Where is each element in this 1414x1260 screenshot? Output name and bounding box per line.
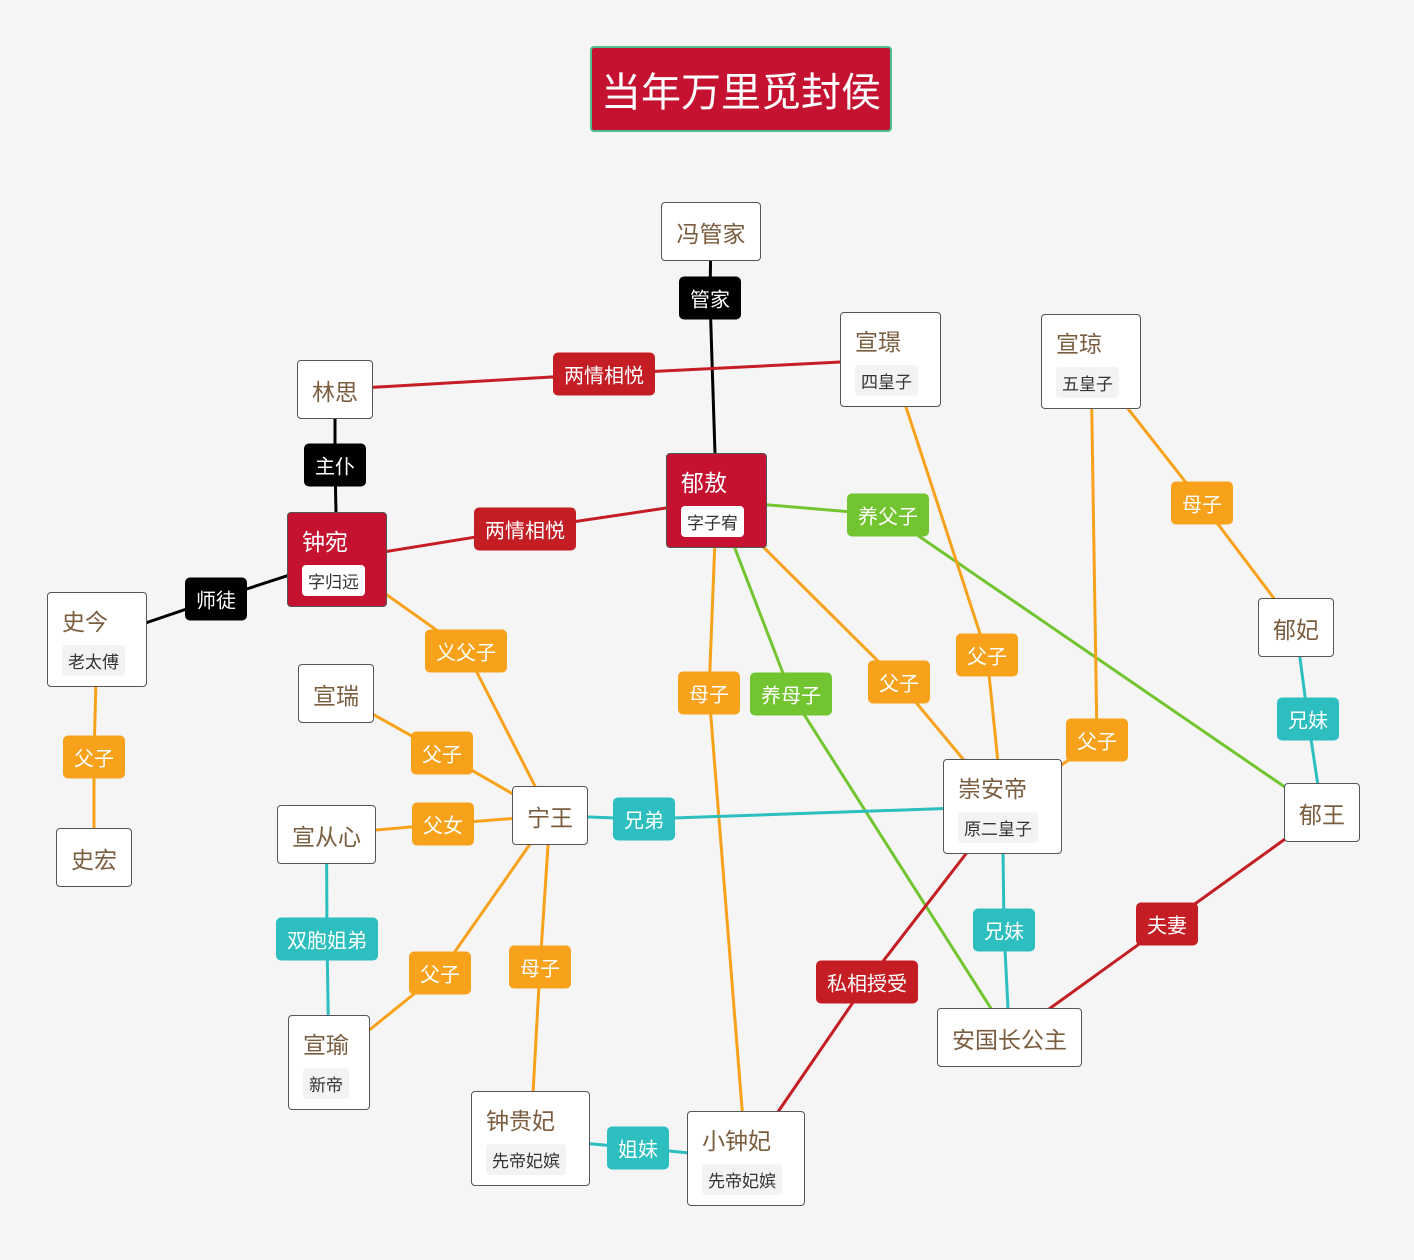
person-node-yufei[interactable]: 郁妃 — [1258, 598, 1334, 657]
person-subtitle: 字子宥 — [681, 506, 744, 537]
person-node-shijin[interactable]: 史今老太傅 — [47, 592, 147, 687]
person-node-shihong[interactable]: 史宏 — [56, 828, 132, 887]
relationship-label[interactable]: 师徒 — [185, 577, 247, 621]
person-name: 崇安帝 — [958, 777, 1027, 803]
person-subtitle: 五皇子 — [1056, 367, 1119, 398]
relationship-label[interactable]: 母子 — [509, 945, 571, 989]
person-node-anguo[interactable]: 安国长公主 — [937, 1008, 1082, 1067]
relationship-label[interactable]: 兄妹 — [973, 908, 1035, 952]
person-name: 郁王 — [1299, 802, 1345, 829]
person-node-linsi[interactable]: 林思 — [297, 360, 373, 419]
person-name: 钟贵妃 — [486, 1109, 555, 1135]
person-name: 钟宛 — [302, 530, 348, 556]
relationship-label[interactable]: 父子 — [956, 633, 1018, 677]
relationship-label[interactable]: 母子 — [1171, 481, 1233, 525]
person-node-zhongwan[interactable]: 钟宛字归远 — [287, 512, 387, 607]
person-node-yuao[interactable]: 郁敖字子宥 — [666, 453, 767, 548]
relationship-label[interactable]: 姐妹 — [607, 1126, 669, 1170]
person-subtitle: 四皇子 — [855, 365, 918, 396]
person-name: 郁妃 — [1273, 617, 1319, 644]
person-name: 林思 — [312, 379, 358, 406]
person-name: 宣琼 — [1056, 332, 1102, 358]
person-name: 宣从心 — [292, 824, 361, 851]
person-node-xuanjing[interactable]: 宣璟四皇子 — [840, 312, 941, 407]
relationship-label[interactable]: 义父子 — [425, 629, 507, 673]
person-name: 宣瑞 — [313, 683, 359, 710]
person-node-chongan[interactable]: 崇安帝原二皇子 — [943, 759, 1062, 854]
relationship-label[interactable]: 父子 — [1066, 718, 1128, 762]
relationship-label[interactable]: 双胞姐弟 — [276, 917, 378, 961]
person-node-xuanrui[interactable]: 宣瑞 — [298, 664, 374, 723]
relationship-label[interactable]: 兄妹 — [1277, 697, 1339, 741]
relationship-label[interactable]: 父子 — [411, 731, 473, 775]
person-name: 史宏 — [71, 847, 117, 874]
relationship-label[interactable]: 父子 — [409, 951, 471, 995]
person-subtitle: 原二皇子 — [958, 812, 1038, 843]
person-subtitle: 老太傅 — [62, 645, 125, 676]
person-node-xuancongxin[interactable]: 宣从心 — [277, 805, 376, 864]
person-name: 宣璟 — [855, 330, 901, 356]
person-node-xiaozhongfei[interactable]: 小钟妃先帝妃嫔 — [687, 1111, 805, 1206]
person-name: 安国长公主 — [952, 1027, 1067, 1054]
person-subtitle: 先帝妃嫔 — [486, 1144, 566, 1175]
person-name: 郁敖 — [681, 471, 727, 497]
person-node-xuanqiong[interactable]: 宣琼五皇子 — [1041, 314, 1141, 409]
diagram-title: 当年万里觅封侯 — [590, 46, 892, 132]
relationship-label[interactable]: 父女 — [412, 802, 474, 846]
relationship-label[interactable]: 父子 — [63, 735, 125, 779]
person-node-yuwang[interactable]: 郁王 — [1284, 783, 1360, 842]
relationship-label[interactable]: 养父子 — [847, 493, 929, 537]
person-subtitle: 新帝 — [303, 1068, 349, 1099]
person-node-feng[interactable]: 冯管家 — [661, 202, 761, 261]
person-name: 宣瑜 — [303, 1033, 349, 1059]
relationship-label[interactable]: 养母子 — [750, 672, 832, 716]
relationship-label[interactable]: 主仆 — [304, 443, 366, 487]
person-node-ningwang[interactable]: 宁王 — [512, 786, 588, 845]
relationship-label[interactable]: 私相授受 — [816, 960, 918, 1004]
edge-line-yuao-xiaozhongfei — [707, 500, 748, 1159]
person-node-xuanyu[interactable]: 宣瑜新帝 — [288, 1015, 370, 1110]
person-subtitle: 先帝妃嫔 — [702, 1164, 782, 1195]
relationship-label[interactable]: 管家 — [679, 276, 741, 320]
person-name: 小钟妃 — [702, 1129, 771, 1155]
person-name: 宁王 — [527, 805, 573, 832]
relationship-label[interactable]: 兄弟 — [613, 797, 675, 841]
relationship-label[interactable]: 两情相悦 — [553, 352, 655, 396]
relationship-label[interactable]: 母子 — [678, 671, 740, 715]
person-subtitle: 字归远 — [302, 565, 365, 596]
relationship-label[interactable]: 父子 — [868, 660, 930, 704]
person-name: 冯管家 — [676, 221, 746, 248]
relationship-label[interactable]: 两情相悦 — [474, 507, 576, 551]
person-node-zhongguifei[interactable]: 钟贵妃先帝妃嫔 — [471, 1091, 590, 1186]
relationship-label[interactable]: 夫妻 — [1136, 902, 1198, 946]
person-name: 史今 — [62, 610, 108, 636]
